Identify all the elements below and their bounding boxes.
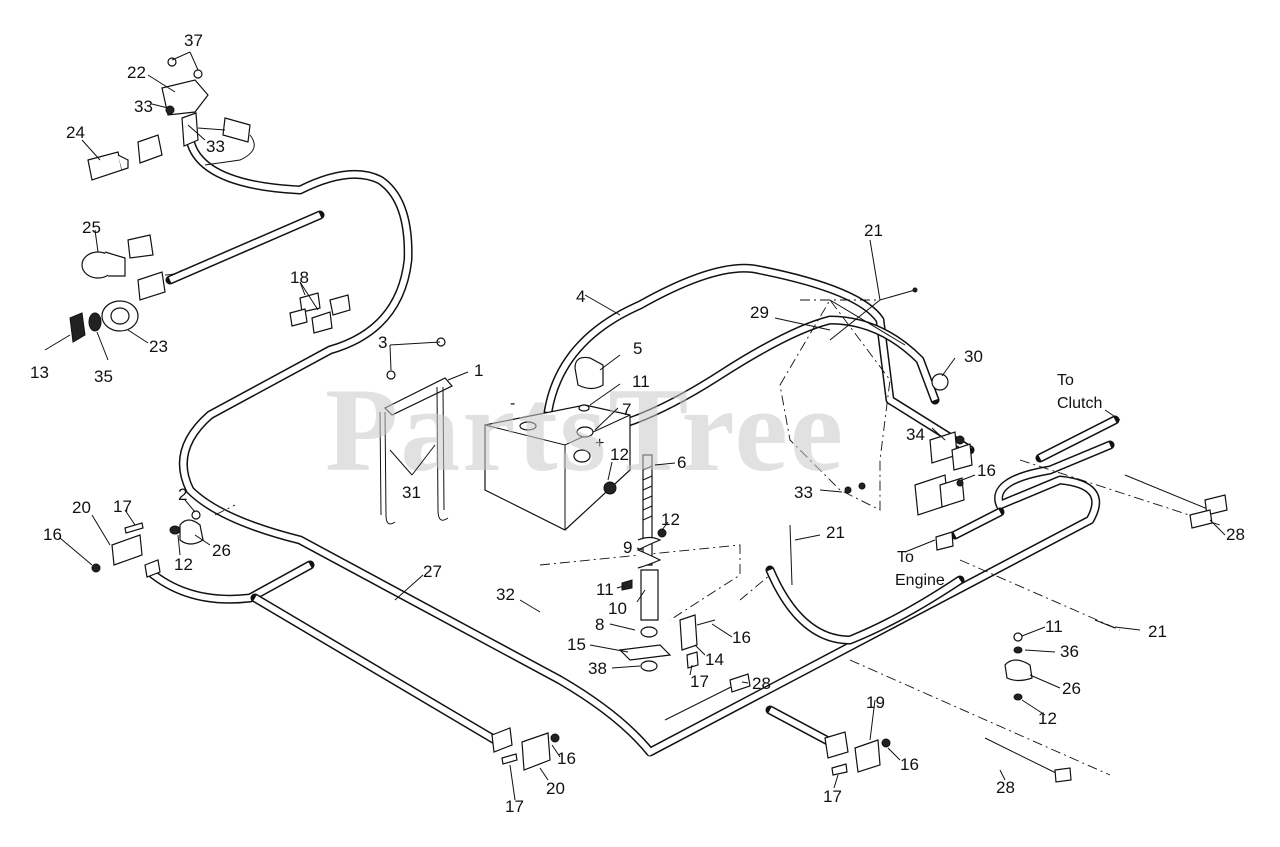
callout-20: 20 bbox=[546, 779, 565, 798]
hold-down-strap bbox=[379, 337, 453, 525]
ground-wires bbox=[789, 287, 1116, 629]
callout-12: 12 bbox=[174, 555, 193, 574]
callout-23: 23 bbox=[149, 337, 168, 356]
battery-cables bbox=[543, 263, 975, 455]
callout-14: 14 bbox=[705, 650, 724, 669]
callout-16: 16 bbox=[900, 755, 919, 774]
callout-26: 26 bbox=[1062, 679, 1081, 698]
callout-12: 12 bbox=[1038, 709, 1057, 728]
callout-16: 16 bbox=[977, 461, 996, 480]
callout-35: 35 bbox=[94, 367, 113, 386]
callout-16: 16 bbox=[557, 749, 576, 768]
destination-notes: To Clutch To Engine bbox=[895, 372, 1102, 589]
callout-16: 16 bbox=[732, 628, 751, 647]
callout-30: 30 bbox=[964, 347, 983, 366]
callout-33: 33 bbox=[206, 137, 225, 156]
main-wire-harness bbox=[145, 135, 1120, 757]
svg-text:-: - bbox=[510, 395, 515, 412]
callout-19: 19 bbox=[866, 693, 885, 712]
callout-4: 4 bbox=[576, 287, 585, 306]
callout-1: 1 bbox=[474, 361, 483, 380]
callout-27: 27 bbox=[423, 562, 442, 581]
callout-25: 25 bbox=[82, 218, 101, 237]
callout-37: 37 bbox=[184, 31, 203, 50]
callout-28: 28 bbox=[996, 778, 1015, 797]
callout-28: 28 bbox=[1226, 525, 1245, 544]
note-to-clutch-line1: To bbox=[1057, 372, 1074, 389]
switch-bottom-left bbox=[491, 727, 560, 771]
relay-connectors bbox=[289, 292, 351, 334]
switch-left bbox=[91, 522, 161, 578]
watermark: PartsTree bbox=[325, 363, 845, 496]
callout-24: 24 bbox=[66, 123, 85, 142]
leader-lines bbox=[44, 51, 1226, 801]
clamp-right bbox=[1004, 632, 1033, 701]
note-to-clutch-line2: Clutch bbox=[1057, 395, 1102, 412]
callout-33: 33 bbox=[134, 97, 153, 116]
callout-34: 34 bbox=[906, 425, 925, 444]
callout-38: 38 bbox=[588, 659, 607, 678]
callout-9: 9 bbox=[623, 538, 632, 557]
callout-17: 17 bbox=[113, 497, 132, 516]
callout-5: 5 bbox=[633, 339, 642, 358]
callout-16: 16 bbox=[43, 525, 62, 544]
callout-17: 17 bbox=[690, 672, 709, 691]
bracket-middle bbox=[679, 614, 716, 669]
callout-7: 7 bbox=[622, 400, 631, 419]
callout-8: 8 bbox=[595, 615, 604, 634]
callout-17: 17 bbox=[823, 787, 842, 806]
cable-ties bbox=[664, 474, 1228, 783]
callout-11: 11 bbox=[632, 372, 650, 391]
callout-29: 29 bbox=[750, 303, 769, 322]
switch-bottom-right bbox=[824, 731, 891, 776]
callout-11: 11 bbox=[596, 580, 614, 599]
callout-22: 22 bbox=[127, 63, 146, 82]
callout-33: 33 bbox=[794, 483, 813, 502]
callout-36: 36 bbox=[1060, 642, 1079, 661]
note-to-engine-line2: Engine bbox=[895, 572, 945, 589]
callout-3: 3 bbox=[378, 333, 387, 352]
callout-labels: 37 22 33 33 24 25 23 13 35 18 3 1 31 2 1… bbox=[30, 31, 1245, 816]
callout-12: 12 bbox=[610, 445, 629, 464]
svg-text:+: + bbox=[595, 435, 604, 452]
battery-hold-down-rod bbox=[618, 454, 672, 672]
callout-21: 21 bbox=[1148, 622, 1167, 641]
top-left-components bbox=[69, 57, 255, 343]
callout-11: 11 bbox=[1045, 617, 1063, 636]
callout-12: 12 bbox=[661, 510, 680, 529]
callout-20: 20 bbox=[72, 498, 91, 517]
callout-2: 2 bbox=[178, 485, 187, 504]
callout-21: 21 bbox=[826, 523, 845, 542]
callout-28: 28 bbox=[752, 674, 771, 693]
note-to-engine-line1: To bbox=[897, 549, 914, 566]
callout-31: 31 bbox=[402, 483, 421, 502]
callout-18: 18 bbox=[290, 268, 309, 287]
callout-32: 32 bbox=[496, 585, 515, 604]
clamp-left bbox=[169, 510, 204, 545]
terminal-cover bbox=[574, 356, 667, 538]
callout-26: 26 bbox=[212, 541, 231, 560]
relay-bracket bbox=[779, 299, 973, 551]
callout-15: 15 bbox=[567, 635, 586, 654]
callout-21: 21 bbox=[864, 221, 883, 240]
callout-10: 10 bbox=[608, 599, 627, 618]
callout-13: 13 bbox=[30, 363, 49, 382]
callout-17: 17 bbox=[505, 797, 524, 816]
callout-6: 6 bbox=[677, 453, 686, 472]
